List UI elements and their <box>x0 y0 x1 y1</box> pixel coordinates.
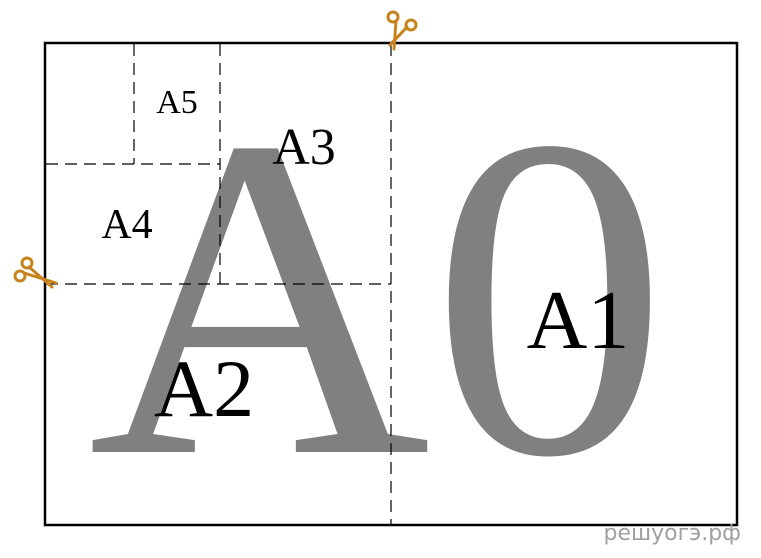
cut-lines <box>46 44 392 524</box>
scissors-icon <box>386 10 418 51</box>
label-a4: A4 <box>101 202 152 248</box>
label-a5: A5 <box>156 84 198 121</box>
a0-big-label: A0 <box>88 42 668 552</box>
label-a1: A1 <box>527 274 630 367</box>
label-a2: A2 <box>154 343 254 434</box>
watermark-text: решуогэ.рф <box>603 521 741 546</box>
label-a3: A3 <box>272 119 336 176</box>
scissors-icon <box>13 256 58 289</box>
